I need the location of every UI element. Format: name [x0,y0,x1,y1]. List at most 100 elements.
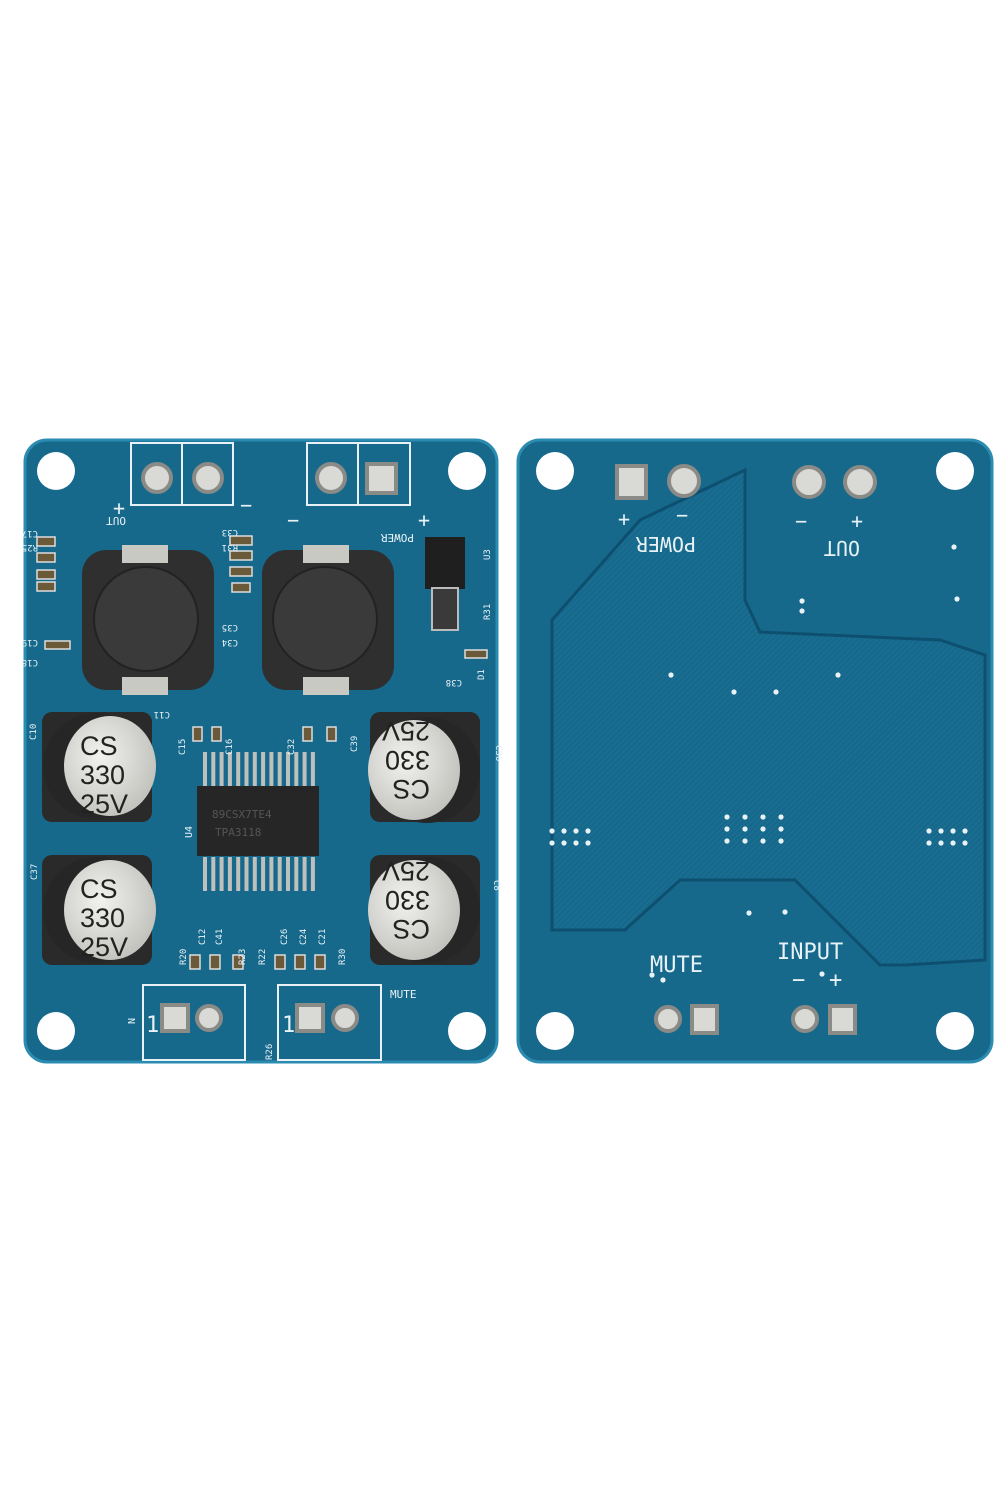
input-terminal [142,984,246,1061]
via [950,828,956,834]
silk-pin1: 1 [146,1013,159,1038]
ic-pin [227,857,232,891]
vias [549,544,968,983]
silk-plus: + [618,507,630,531]
silk-designator: R31 [483,604,493,620]
via [760,826,766,832]
silk-designator: C24 [299,929,309,945]
silk-designator: C17 [22,528,38,538]
via [950,840,956,846]
via [819,971,825,977]
ic-pin [203,752,207,786]
mounting-hole [37,452,75,490]
ic-pin [277,752,282,786]
silk-designator: R23 [238,949,248,965]
capacitor-label: 330 [80,760,125,790]
via [926,840,932,846]
mounting-hole [448,452,486,490]
silk-designator: C33 [222,527,238,537]
via [549,828,555,834]
ic-pin [244,752,249,786]
capacitor-label: 25V [80,932,128,962]
silk-designator: C41 [215,929,225,945]
capacitor: CS 330 25V [368,712,480,823]
silk-designator: C38 [446,677,462,687]
ic-pin [302,857,307,891]
ic-pin [310,857,315,891]
ic-pin [203,857,207,891]
silk-designator: C26 [280,929,290,945]
via [760,838,766,844]
via [778,838,784,844]
mute-pad-square [690,1004,719,1035]
ic-pin [269,857,274,891]
inductor: 100 [82,545,214,695]
via [938,828,944,834]
via [773,689,779,695]
ic-pin [236,752,241,786]
silk-designator: C35 [222,622,238,632]
capacitor-label: 330 [385,885,430,915]
silk-power-label: POWER [635,532,696,556]
solder-pad-square [295,1003,325,1033]
silk-minus: − [792,968,805,993]
silk-designator: C21 [318,929,328,945]
silk-designator: C37 [30,864,40,880]
ic-marking: 89CSX7TE4 [212,808,272,821]
input-plus-pad [828,1004,857,1035]
mounting-hole [936,452,974,490]
via [742,838,748,844]
silk-designator: C12 [198,929,208,945]
ic-pin [236,857,241,891]
capacitor-label: CS [80,731,118,761]
ic-pin [219,752,224,786]
via [746,910,752,916]
silk-designator: C34 [222,637,238,647]
silk-designator: R26 [265,1044,275,1060]
via [549,840,555,846]
via [962,828,968,834]
ic-pin [269,752,274,786]
silk-designator: R31 [222,542,238,552]
ic-pin [252,857,257,891]
silk-designator: C11 [154,709,170,719]
via [799,598,805,604]
silk-plus: + [851,509,863,533]
silk-n-label: N [125,1018,136,1024]
via [742,814,748,820]
via [778,826,784,832]
silk-designator: C16 [225,739,235,755]
via [782,909,788,915]
silk-designator: C10 [29,724,39,740]
power-minus-pad [667,464,701,498]
capacitor-label: CS [80,874,118,904]
via [938,840,944,846]
solder-pad [331,1004,359,1032]
mounting-holes [37,452,486,1050]
out-minus-pad [792,465,826,499]
amplifier-ic: 89CSX7TE4 TPA3118 U4 [184,752,319,891]
ic-pin [286,752,290,786]
via [668,672,674,678]
silk-designator: C18 [22,657,38,667]
ic-pin [261,752,266,786]
silk-minus: − [795,509,807,533]
silk-designator: D1 [477,669,487,680]
silk-mute-label: MUTE [390,988,417,1001]
via [951,544,957,550]
capacitor-label: CS [392,914,430,944]
capacitor-label: 25V [382,716,430,746]
ic-pin [277,857,282,891]
silk-pin1: 1 [282,1013,295,1038]
silk-designator: C39 [350,736,360,752]
via [778,814,784,820]
ic-pin [286,857,290,891]
ic-pin [252,752,257,786]
silk-ic-label: U4 [184,826,195,838]
via [573,840,579,846]
silk-minus: − [287,508,299,532]
ic-pin [211,857,216,891]
silk-out-label: OUT [106,514,126,527]
ic-pin [310,752,315,786]
out-plus-pad [843,465,877,499]
